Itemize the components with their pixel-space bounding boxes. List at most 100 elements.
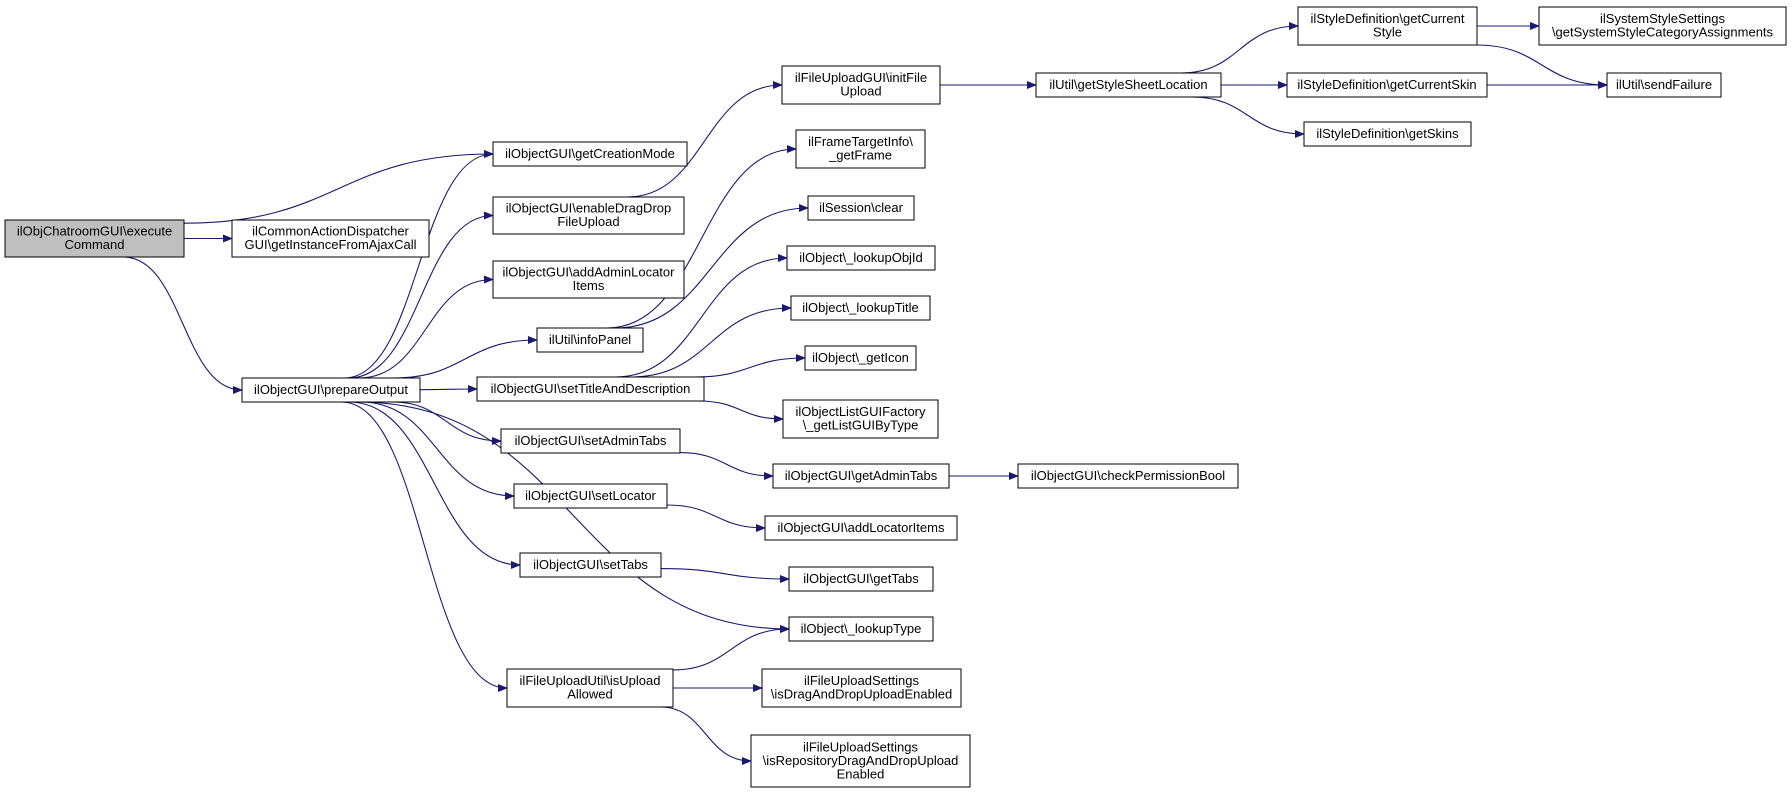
- edge-arrow: [630, 304, 792, 378]
- node-box[interactable]: [241, 377, 421, 403]
- node-label: Enabled: [837, 766, 885, 781]
- node-box[interactable]: [1297, 6, 1478, 46]
- edge-settabs-to-gettabs: [660, 568, 790, 583]
- node-box[interactable]: [790, 295, 931, 321]
- node-box[interactable]: [519, 552, 662, 578]
- edge-arrow: [348, 401, 521, 569]
- node-isdrag[interactable]: ilFileUploadSettings\isDragAndDropUpload…: [761, 668, 962, 708]
- node-sysstyle[interactable]: ilSystemStyleSettings\getSystemStyleCate…: [1538, 6, 1787, 46]
- edge-arrow: [672, 625, 790, 671]
- node-box[interactable]: [1017, 463, 1239, 489]
- node-settabs[interactable]: ilObjectGUI\setTabs: [519, 552, 662, 578]
- node-box[interactable]: [1286, 72, 1488, 98]
- node-label: Upload: [840, 84, 881, 99]
- edge-enabledd-to-initfile: [627, 81, 783, 198]
- node-addlocitems[interactable]: ilObjectGUI\addLocatorItems: [764, 515, 958, 541]
- node-label: ilObject\_getIcon: [812, 350, 909, 365]
- node-label: ilObjectGUI\checkPermissionBool: [1031, 468, 1225, 483]
- edge-arrow: [393, 336, 538, 379]
- node-sendfail[interactable]: ilUtil\sendFailure: [1606, 72, 1722, 98]
- node-box[interactable]: [804, 345, 917, 371]
- edge-settitle-to-listfactory: [698, 400, 784, 423]
- node-label: ilObjectGUI\setTabs: [533, 557, 648, 572]
- node-box[interactable]: [788, 616, 934, 642]
- node-getframe[interactable]: ilFrameTargetInfo\_getFrame: [795, 129, 926, 169]
- edge-prepout-to-addadmloc: [358, 275, 494, 379]
- node-checkperm[interactable]: ilObjectGUI\checkPermissionBool: [1017, 463, 1239, 489]
- node-getadmtabs[interactable]: ilObjectGUI\getAdminTabs: [772, 463, 950, 489]
- node-gettabs[interactable]: ilObjectGUI\getTabs: [788, 566, 934, 592]
- edge-infopanel-to-sessclear: [614, 204, 809, 329]
- node-box[interactable]: [786, 245, 936, 271]
- edge-arrow: [348, 211, 494, 379]
- node-box[interactable]: [513, 483, 668, 509]
- edge-prepout-to-settitle: [419, 385, 478, 394]
- node-label: ilUtil\infoPanel: [549, 332, 631, 347]
- node-listfactory[interactable]: ilObjectListGUIFactory\_getListGUIByType: [782, 399, 939, 439]
- node-box[interactable]: [807, 195, 915, 221]
- node-lookuptitle[interactable]: ilObject\_lookupTitle: [790, 295, 931, 321]
- edges-layer: [123, 22, 1608, 765]
- node-label: ilObject\_lookupType: [801, 621, 922, 636]
- node-box[interactable]: [4, 219, 185, 258]
- node-settitle[interactable]: ilObjectGUI\setTitleAndDescription: [476, 376, 705, 402]
- node-setlocator[interactable]: ilObjectGUI\setLocator: [513, 483, 668, 509]
- node-box[interactable]: [781, 65, 941, 105]
- node-getcreat[interactable]: ilObjectGUI\getCreationMode: [492, 141, 688, 167]
- node-setadmtabs[interactable]: ilObjectGUI\setAdminTabs: [500, 428, 681, 454]
- node-geticon[interactable]: ilObject\_getIcon: [804, 345, 917, 371]
- edge-prepout-to-setlocator: [360, 401, 515, 500]
- node-label: ilObjectGUI\addLocatorItems: [778, 520, 945, 535]
- node-getskins[interactable]: ilStyleDefinition\getSkins: [1303, 121, 1472, 147]
- node-box[interactable]: [506, 668, 674, 708]
- node-box[interactable]: [764, 515, 958, 541]
- node-sessclear[interactable]: ilSession\clear: [807, 195, 915, 221]
- node-getsheet[interactable]: ilUtil\getStyleSheetLocation: [1035, 72, 1222, 98]
- node-label: ilObjectGUI\setLocator: [525, 488, 656, 503]
- node-label: _getFrame: [828, 148, 892, 163]
- node-box[interactable]: [761, 668, 962, 708]
- node-box[interactable]: [476, 376, 705, 402]
- node-box[interactable]: [492, 141, 688, 167]
- node-box[interactable]: [795, 129, 926, 169]
- node-box[interactable]: [1538, 6, 1787, 46]
- node-label: Command: [65, 237, 125, 252]
- edge-arrow: [660, 568, 790, 583]
- edge-arrow: [1181, 22, 1299, 74]
- node-infopanel[interactable]: ilUtil\infoPanel: [536, 327, 644, 353]
- edge-prepout-to-isupload: [341, 401, 508, 692]
- node-box[interactable]: [231, 219, 430, 258]
- node-prepout[interactable]: ilObjectGUI\prepareOutput: [241, 377, 421, 403]
- node-box[interactable]: [772, 463, 950, 489]
- node-getcurskin[interactable]: ilStyleDefinition\getCurrentSkin: [1286, 72, 1488, 98]
- node-label: Allowed: [567, 687, 613, 702]
- edge-prepout-to-infopanel: [393, 336, 538, 379]
- edge-settitle-to-geticon: [694, 354, 806, 378]
- node-box[interactable]: [500, 428, 681, 454]
- node-label: \getSystemStyleCategoryAssignments: [1552, 25, 1774, 40]
- node-isrepo[interactable]: ilFileUploadSettings\isRepositoryDragAnd…: [750, 734, 971, 788]
- node-lookuptype[interactable]: ilObject\_lookupType: [788, 616, 934, 642]
- node-box[interactable]: [1606, 72, 1722, 98]
- node-lookupobj[interactable]: ilObject\_lookupObjId: [786, 245, 936, 271]
- node-box[interactable]: [750, 734, 971, 788]
- node-label: ilObject\_lookupObjId: [799, 250, 923, 265]
- edge-isupload-to-isrepo: [660, 706, 752, 765]
- node-box[interactable]: [782, 399, 939, 439]
- node-box[interactable]: [1303, 121, 1472, 147]
- edge-arrow: [1191, 96, 1305, 138]
- node-box[interactable]: [492, 260, 685, 299]
- node-box[interactable]: [492, 196, 685, 235]
- node-label: ilObjectGUI\getTabs: [803, 571, 919, 586]
- node-getinst[interactable]: ilCommonActionDispatcherGUI\getInstanceF…: [231, 219, 430, 258]
- node-box[interactable]: [536, 327, 644, 353]
- node-box[interactable]: [1035, 72, 1222, 98]
- node-box[interactable]: [788, 566, 934, 592]
- node-label: ilObjectGUI\addAdminLocator: [503, 265, 676, 280]
